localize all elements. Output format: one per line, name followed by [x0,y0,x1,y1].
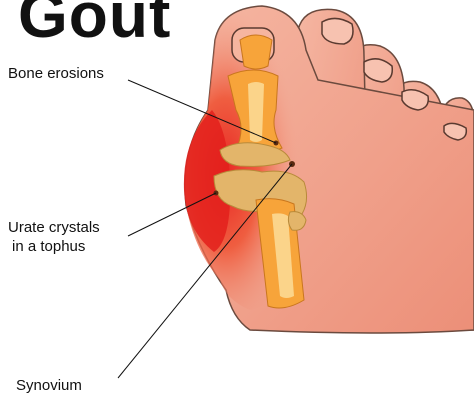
label-synovium: Synovium [16,376,82,395]
label-urate-crystals: Urate crystals in a tophus [8,218,100,256]
label-urate-crystals-line2: in a tophus [8,237,100,256]
label-bone-erosions: Bone erosions [8,64,104,83]
label-bone-erosions-text: Bone erosions [8,64,104,83]
toe-2-nail [322,18,353,44]
phalanx-highlight [248,82,264,142]
distal-phalanx [240,35,272,69]
diagram-title: Gout [18,0,171,52]
label-urate-crystals-line1: Urate crystals [8,218,100,237]
label-synovium-text: Synovium [16,376,82,395]
